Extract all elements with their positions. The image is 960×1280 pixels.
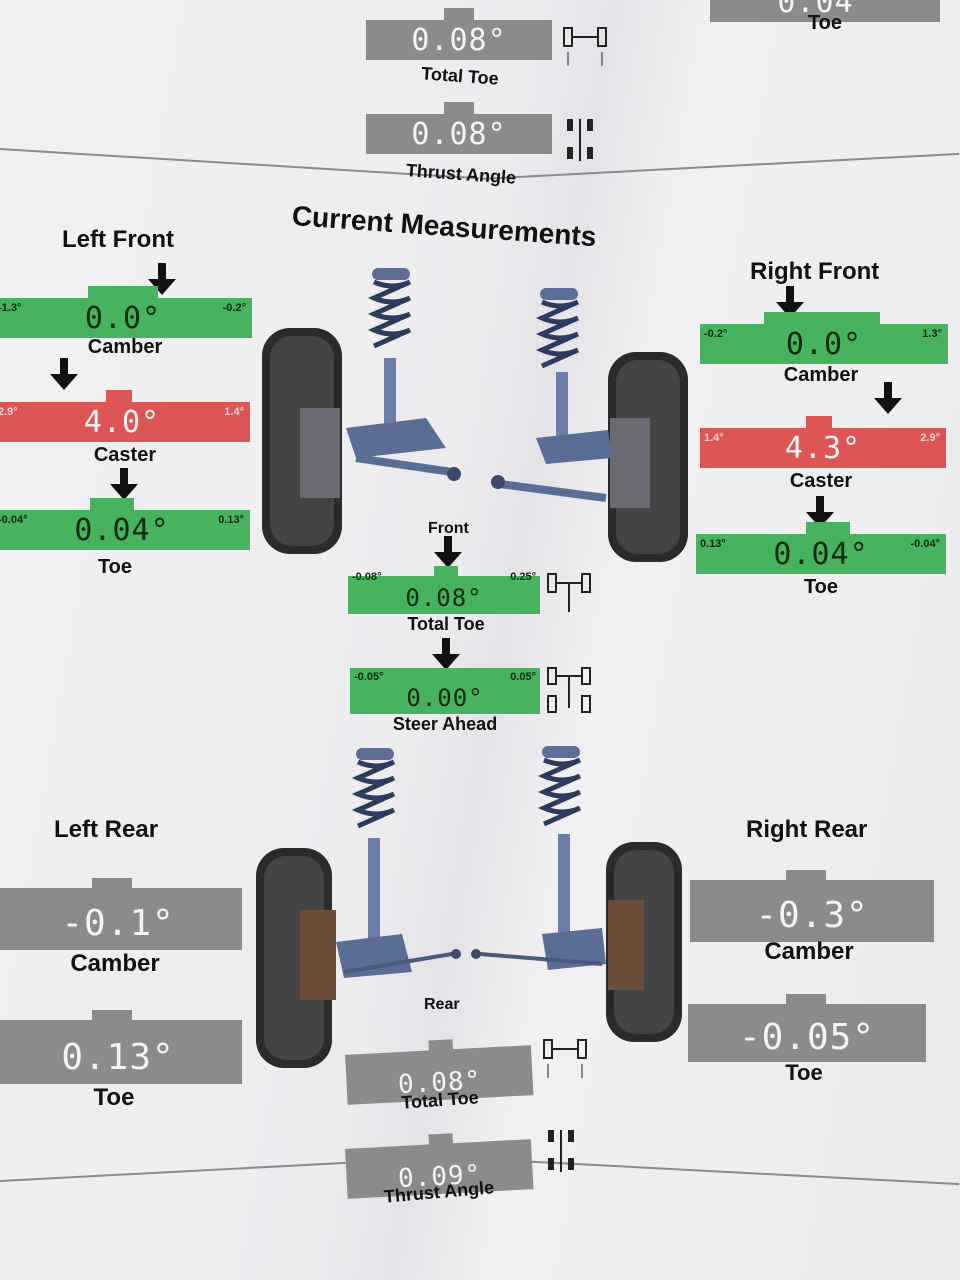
fold-line	[479, 152, 960, 180]
right-front-camber-gauge: -0.2° 1.3° 0.0°	[700, 312, 948, 364]
front-suspension-illustration	[262, 268, 688, 562]
left-rear-camber-label: Camber	[70, 950, 160, 977]
left-front-caster-label: Caster	[93, 444, 157, 466]
left-front-camber-label: Camber	[87, 336, 163, 358]
rear-toe-axle-icon	[543, 1039, 587, 1078]
left-front-heading: Left Front	[62, 226, 174, 253]
rear-thrust-angle-icon	[548, 1130, 574, 1172]
top-thrust-angle-label: Thrust Angle	[405, 160, 517, 188]
right-front-camber-label: Camber	[783, 364, 859, 386]
steer-ahead-icon	[547, 667, 591, 713]
left-front-toe-gauge: -0.04° 0.13° 0.04°	[0, 498, 250, 550]
left-rear-heading: Left Rear	[54, 816, 159, 843]
right-rear-camber-gauge: -0.3°	[690, 870, 934, 942]
left-front-caster-gauge: 2.9° 1.4° 4.0°	[0, 390, 250, 442]
top-total-toe-gauge: 0.08°	[366, 8, 552, 60]
right-rear-toe-label: Toe	[785, 1060, 823, 1085]
left-rear-camber-gauge: -0.1°	[0, 878, 242, 950]
right-rear-camber-label: Camber	[764, 938, 854, 965]
right-front-toe-label: Toe	[803, 576, 839, 598]
steer-ahead-gauge: -0.05° 0.05° 0.00°	[350, 668, 540, 714]
front-caption: Front	[428, 520, 469, 537]
front-total-toe-gauge: -0.08° 0.25° 0.08°	[348, 566, 540, 614]
page-title: Current Measurements	[290, 200, 598, 253]
steer-ahead-label: Steer Ahead	[392, 714, 498, 734]
right-rear-toe-gauge: -0.05°	[688, 994, 926, 1062]
front-total-toe-label: Total Toe	[407, 614, 485, 634]
rear-suspension-illustration	[256, 746, 682, 1068]
top-right-toe-label: Toe	[807, 12, 843, 34]
top-thrust-angle-gauge: 0.08°	[366, 102, 552, 154]
right-front-caster-gauge: 1.4° 2.9° 4.3°	[700, 416, 946, 468]
top-right-toe-gauge: 0.04°	[710, 0, 940, 22]
left-rear-toe-gauge: 0.13°	[0, 1010, 242, 1084]
front-toe-axle-icon	[547, 573, 591, 612]
axle-toe-icon	[563, 27, 607, 66]
left-front-toe-label: Toe	[97, 556, 133, 578]
right-rear-heading: Right Rear	[746, 816, 868, 843]
top-total-toe-label: Total Toe	[420, 63, 500, 89]
right-front-caster-label: Caster	[789, 470, 853, 492]
rear-caption: Rear	[424, 996, 460, 1013]
right-front-toe-gauge: 0.13° -0.04° 0.04°	[696, 522, 946, 574]
left-front-camber-gauge: -1.3° -0.2° 0.0°	[0, 286, 252, 338]
thrust-angle-icon	[567, 119, 593, 161]
right-front-heading: Right Front	[750, 258, 880, 285]
left-rear-toe-label: Toe	[93, 1084, 135, 1111]
